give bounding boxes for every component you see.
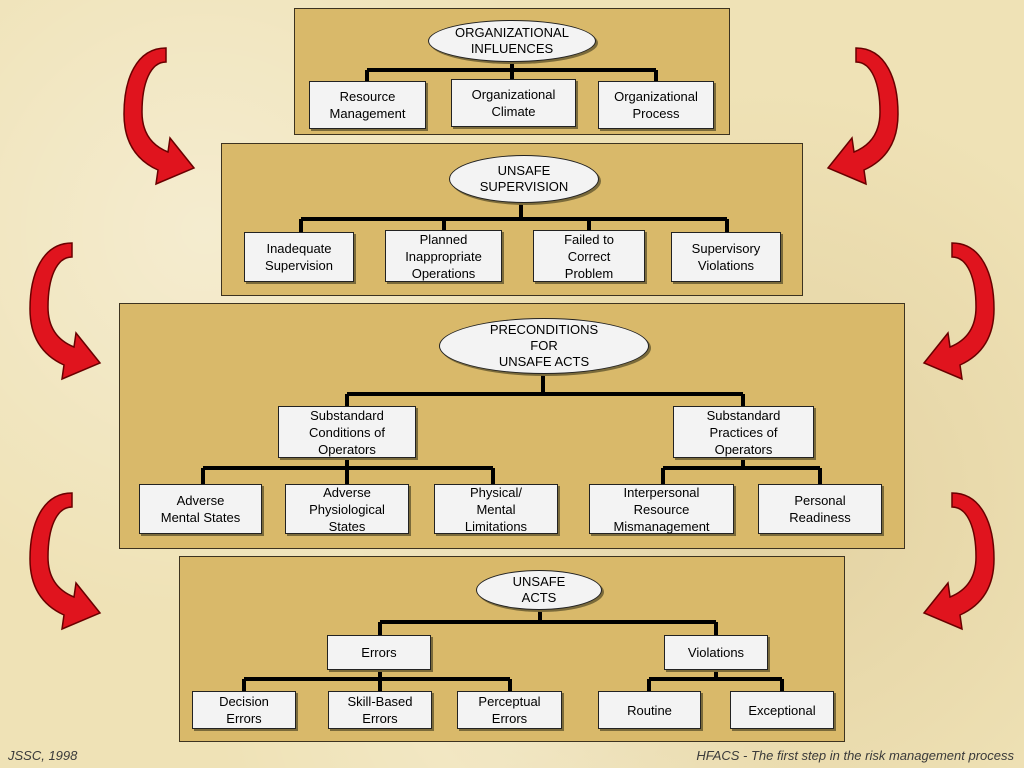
organizational-influences-title: ORGANIZATIONAL INFLUENCES — [428, 20, 596, 62]
preconditions-title: PRECONDITIONS FOR UNSAFE ACTS — [439, 318, 649, 374]
inadequate-supervision-box: Inadequate Supervision — [244, 232, 354, 282]
unsafe-acts-title: UNSAFE ACTS — [476, 570, 602, 610]
supervisory-violations-box: Supervisory Violations — [671, 232, 781, 282]
decision-errors-box: Decision Errors — [192, 691, 296, 729]
errors-box: Errors — [327, 635, 431, 670]
perceptual-errors-box: Perceptual Errors — [457, 691, 562, 729]
organizational-process-box: Organizational Process — [598, 81, 714, 129]
planned-inappropriate-operations-box: Planned Inappropriate Operations — [385, 230, 502, 282]
personal-readiness-box: Personal Readiness — [758, 484, 882, 534]
exceptional-box: Exceptional — [730, 691, 834, 729]
adverse-mental-states-box: Adverse Mental States — [139, 484, 262, 534]
physical-mental-limitations-box: Physical/ Mental Limitations — [434, 484, 558, 534]
skill-based-errors-box: Skill-Based Errors — [328, 691, 432, 729]
substandard-conditions-box: Substandard Conditions of Operators — [278, 406, 416, 458]
arrow-right-3-icon — [923, 492, 995, 630]
unsafe-supervision-title: UNSAFE SUPERVISION — [449, 155, 599, 203]
footer-caption: HFACS - The first step in the risk manag… — [696, 748, 1014, 763]
failed-to-correct-problem-box: Failed to Correct Problem — [533, 230, 645, 282]
arrow-left-3-icon — [29, 492, 101, 630]
footer-credit: JSSC, 1998 — [8, 748, 78, 763]
resource-management-box: Resource Management — [309, 81, 426, 129]
organizational-climate-box: Organizational Climate — [451, 79, 576, 127]
arrow-left-2-icon — [29, 242, 101, 380]
adverse-physiological-states-box: Adverse Physiological States — [285, 484, 409, 534]
violations-box: Violations — [664, 635, 768, 670]
arrow-right-1-icon — [827, 47, 899, 185]
arrow-right-2-icon — [923, 242, 995, 380]
arrow-left-1-icon — [123, 47, 195, 185]
interpersonal-resource-mismanagement-box: Interpersonal Resource Mismanagement — [589, 484, 734, 534]
routine-box: Routine — [598, 691, 701, 729]
substandard-practices-box: Substandard Practices of Operators — [673, 406, 814, 458]
